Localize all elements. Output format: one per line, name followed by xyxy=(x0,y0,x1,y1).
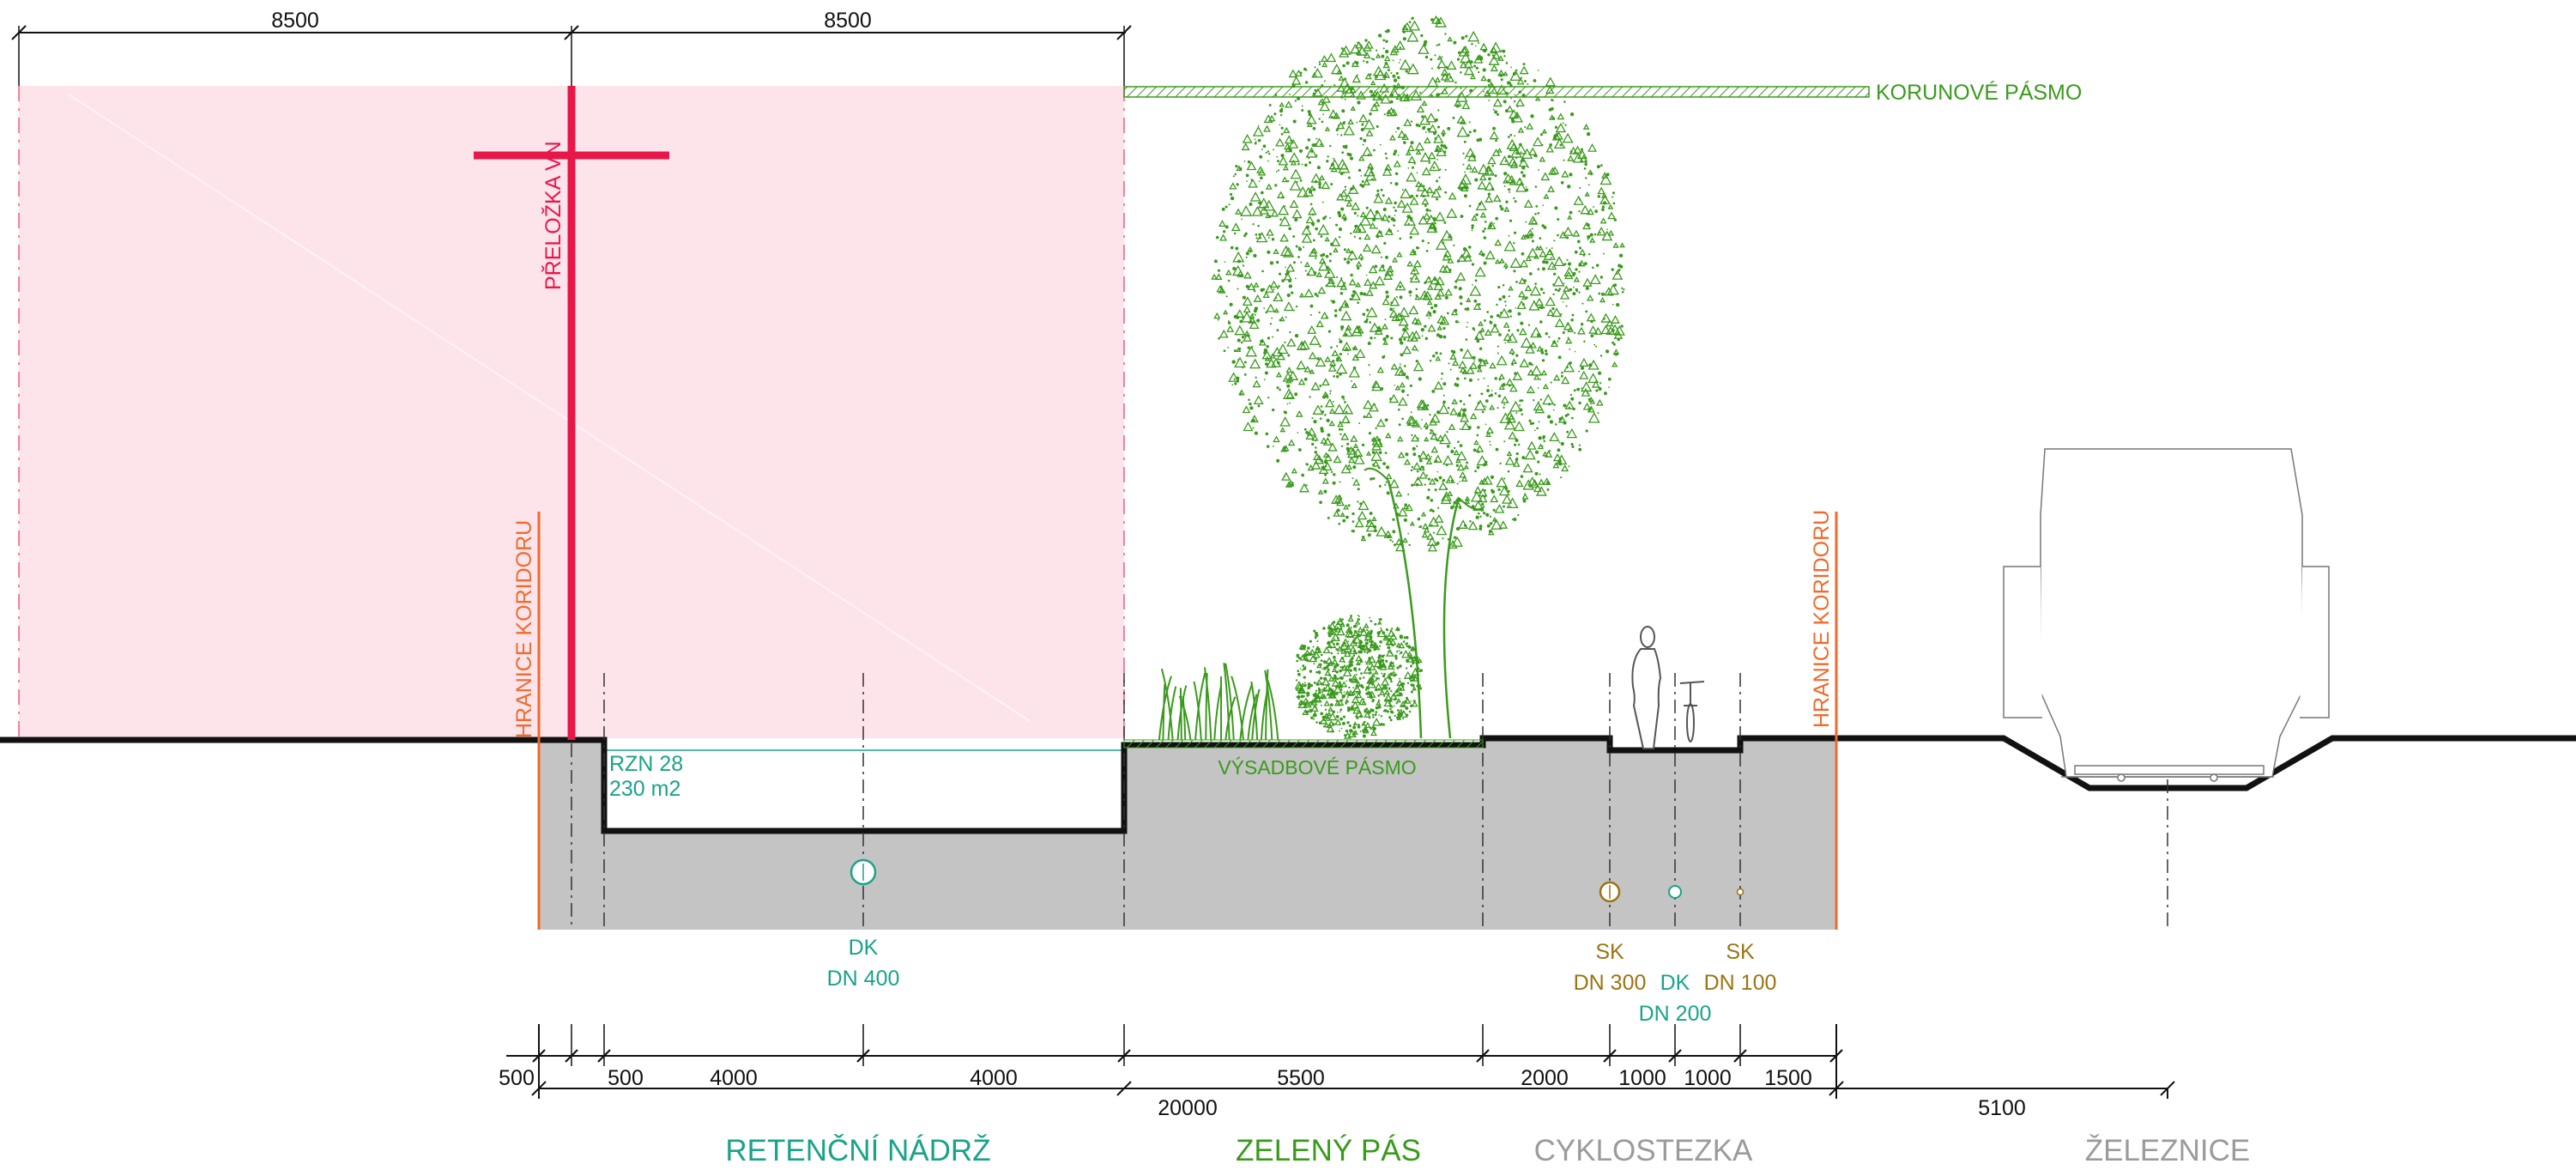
top-dim-2: 8500 xyxy=(824,9,872,33)
section-railway: ŽELEZNICE xyxy=(2085,1134,2251,1167)
corridor-label-left: HRANICE KORIDORU xyxy=(512,520,536,738)
section-retention: RETENČNÍ NÁDRŽ xyxy=(725,1134,990,1167)
dim-1000-a: 1000 xyxy=(1618,1066,1666,1090)
sk100-size: DN 100 xyxy=(1704,971,1777,995)
dim-4000-b: 4000 xyxy=(970,1066,1018,1090)
dimension-row xyxy=(506,1024,1843,1066)
reeds-icon xyxy=(1158,663,1279,741)
shrub-icon xyxy=(1294,615,1424,739)
dim-5100: 5100 xyxy=(1978,1096,2026,1120)
crown-zone-label: KORUNOVÉ PÁSMO xyxy=(1876,80,2082,105)
dim-500-a: 500 xyxy=(499,1066,535,1090)
sk100-name: SK xyxy=(1726,940,1755,964)
hv-mast xyxy=(474,86,669,740)
planting-zone-label: VÝSADBOVÉ PÁSMO xyxy=(1218,756,1416,779)
pedestrian-icon xyxy=(1631,626,1662,749)
dim-5500: 5500 xyxy=(1277,1066,1325,1090)
dim-1500: 1500 xyxy=(1764,1066,1812,1090)
rzn-area-label: 230 m2 xyxy=(609,777,680,801)
dk400-size: DN 400 xyxy=(827,967,900,991)
bicycle-icon xyxy=(1679,681,1705,743)
rzn-label: RZN 28 xyxy=(609,752,683,776)
dim-1000-b: 1000 xyxy=(1684,1066,1732,1090)
train-icon xyxy=(2003,448,2330,782)
pipe-icon xyxy=(850,858,1745,903)
top-dim-1: 8500 xyxy=(271,9,319,33)
hv-line-label: PŘELOŽKA VN xyxy=(541,141,565,290)
dim-500-b: 500 xyxy=(608,1066,644,1090)
top-dimension-line: 8500 8500 xyxy=(11,9,1132,86)
corridor-label-right: HRANICE KORIDORU xyxy=(1810,510,1834,728)
tree-icon xyxy=(1211,15,1625,739)
sk300-size: DN 300 xyxy=(1574,971,1647,995)
crown-zone: KORUNOVÉ PÁSMO xyxy=(1123,80,2082,105)
dim-20000: 20000 xyxy=(1158,1096,1218,1120)
section-cycle-path: CYKLOSTEZKA xyxy=(1534,1134,1753,1167)
sk300-name: SK xyxy=(1595,940,1624,964)
dk400-name: DK xyxy=(849,936,879,960)
planting-zone-bar xyxy=(1123,739,1484,749)
dk200-name: DK xyxy=(1660,971,1690,995)
section-green-strip: ZELENÝ PÁS xyxy=(1236,1134,1421,1167)
dk200-size: DN 200 xyxy=(1639,1002,1712,1026)
bottom-dimension-lines xyxy=(531,1024,2175,1099)
dim-4000-a: 4000 xyxy=(710,1066,758,1090)
dim-2000: 2000 xyxy=(1521,1066,1569,1090)
